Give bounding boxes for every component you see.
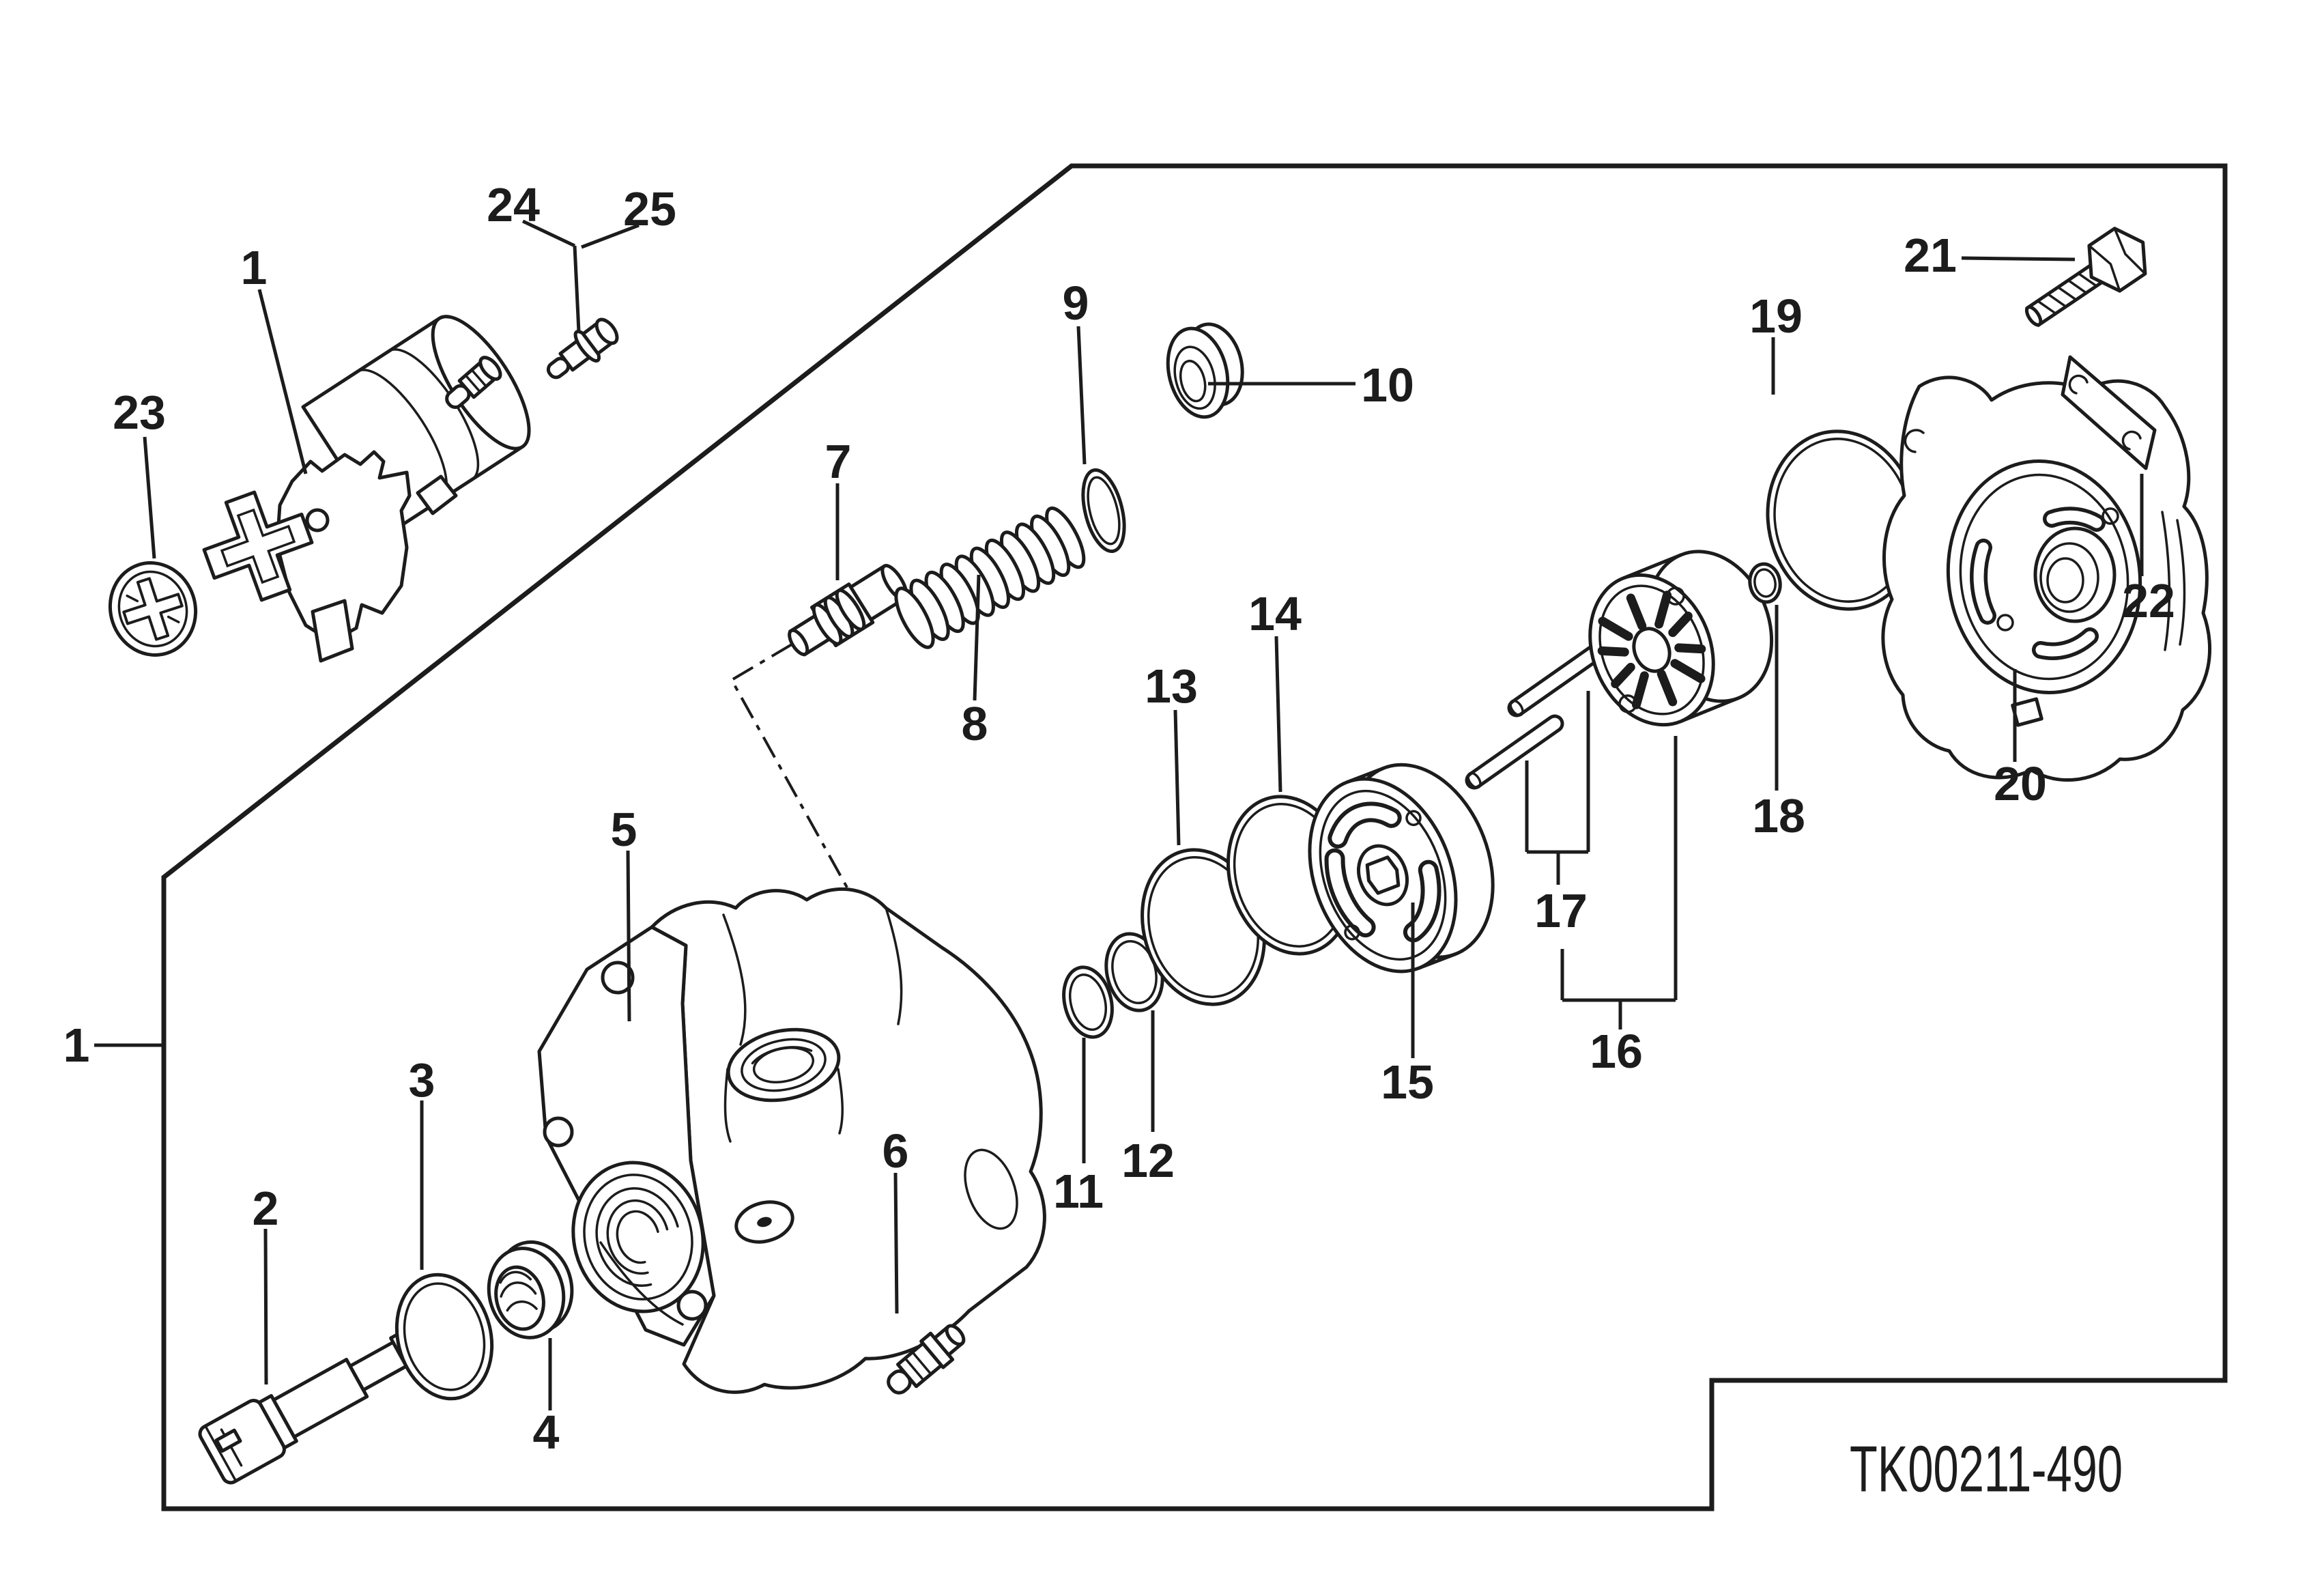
part-number-label: 7 (825, 435, 852, 488)
part-7-valve-spool (788, 564, 908, 657)
part-9-o-ring (1081, 468, 1126, 554)
leader-line (1274, 636, 1282, 793)
callout-11: 11 (1053, 1038, 1104, 1218)
part-number-label: 18 (1752, 789, 1805, 842)
callout-12: 12 (1121, 1010, 1175, 1187)
part-6-fitting (887, 1324, 966, 1395)
callout-10: 10 (1208, 358, 1414, 412)
title-block: TK00211-490 (1850, 1433, 2123, 1506)
leader-line (573, 245, 581, 332)
part-5-pump-housing (537, 887, 1046, 1394)
callouts: 1123456789101112131415161718192021222324… (63, 178, 2175, 1459)
leader-line (893, 1172, 899, 1314)
callout-1: 1 (63, 1019, 162, 1072)
leader-line (1173, 709, 1181, 846)
part-number-label: 14 (1248, 587, 1302, 640)
part-number-label: 1 (241, 241, 268, 294)
part-number-label: 20 (1994, 757, 2047, 810)
part-17-pins (1465, 644, 1604, 790)
callout-9: 9 (1063, 276, 1089, 465)
callout-13: 13 (1145, 659, 1198, 846)
part-8-spring (894, 507, 1086, 649)
leader-line (581, 223, 640, 249)
part-number-label: 17 (1534, 884, 1588, 937)
part-10-plug (1166, 322, 1244, 419)
part-11-o-ring (1062, 965, 1114, 1039)
callout-22: 22 (2122, 474, 2175, 627)
part-16-rotor (1588, 550, 1774, 727)
part-number-label: 16 (1590, 1025, 1643, 1078)
part-21-bolt (2024, 227, 2147, 327)
part-number-label: 10 (1361, 358, 1414, 412)
leader-line (1076, 326, 1087, 465)
part-24-screw (445, 356, 502, 410)
part-number-label: 25 (623, 182, 676, 236)
callout-2: 2 (253, 1182, 279, 1385)
callout-25: 25 (581, 182, 676, 249)
callout-19: 19 (1749, 289, 1803, 395)
callout-5: 5 (611, 803, 637, 1022)
part-20-end-cover (1881, 375, 2212, 782)
callout-17: 17 (1525, 691, 1590, 937)
part-number-label: 5 (611, 803, 637, 856)
callout-15: 15 (1381, 903, 1434, 1109)
part-number-label: 15 (1381, 1055, 1434, 1109)
callout-23: 23 (113, 386, 166, 559)
callout-4: 4 (533, 1338, 560, 1459)
part-number-label: 6 (883, 1124, 909, 1178)
title-part-number: TK00211-490 (1850, 1433, 2123, 1506)
part-23-coupling-disc (108, 561, 198, 657)
callout-20: 20 (1994, 669, 2047, 810)
part-number-label: 4 (533, 1406, 560, 1459)
part-3-o-ring (394, 1273, 494, 1401)
part-number-label: 21 (1904, 229, 1957, 282)
callout-14: 14 (1248, 587, 1302, 793)
part-number-label: 11 (1053, 1165, 1104, 1218)
part-1-pump-assembly (202, 315, 531, 663)
part-number-label: 8 (962, 697, 988, 750)
part-18-o-ring (1748, 562, 1782, 604)
part-number-label: 24 (487, 178, 540, 231)
part-22-plate (2061, 355, 2157, 470)
leader-line (1961, 256, 2076, 261)
callout-21: 21 (1904, 229, 2076, 282)
callout-8: 8 (962, 574, 988, 750)
callout-16: 16 (1560, 736, 1678, 1078)
callout-1: 1 (241, 241, 308, 474)
leader-line (257, 289, 308, 474)
part-25-screw (546, 317, 619, 380)
part-number-label: 1 (63, 1019, 90, 1072)
leader-line (626, 850, 631, 1022)
leader-line (521, 219, 576, 248)
leader-line (973, 574, 981, 701)
part-15-pressure-plate (1308, 763, 1495, 974)
part-number-label: 13 (1145, 659, 1198, 713)
part-number-label: 12 (1121, 1134, 1175, 1187)
part-number-label: 3 (409, 1053, 435, 1107)
part-number-label: 2 (253, 1182, 279, 1235)
drawing-border (161, 163, 2228, 1511)
leader-line (143, 436, 156, 559)
callout-7: 7 (825, 435, 852, 580)
callout-18: 18 (1752, 605, 1805, 842)
callout-3: 3 (409, 1053, 435, 1270)
part-4-bushing (487, 1240, 574, 1339)
part-number-label: 19 (1749, 289, 1803, 343)
callout-6: 6 (883, 1124, 909, 1314)
part-number-label: 9 (1063, 276, 1089, 330)
callout-24: 24 (487, 178, 581, 332)
part-number-label: 23 (113, 386, 166, 439)
part-number-label: 22 (2122, 574, 2175, 627)
